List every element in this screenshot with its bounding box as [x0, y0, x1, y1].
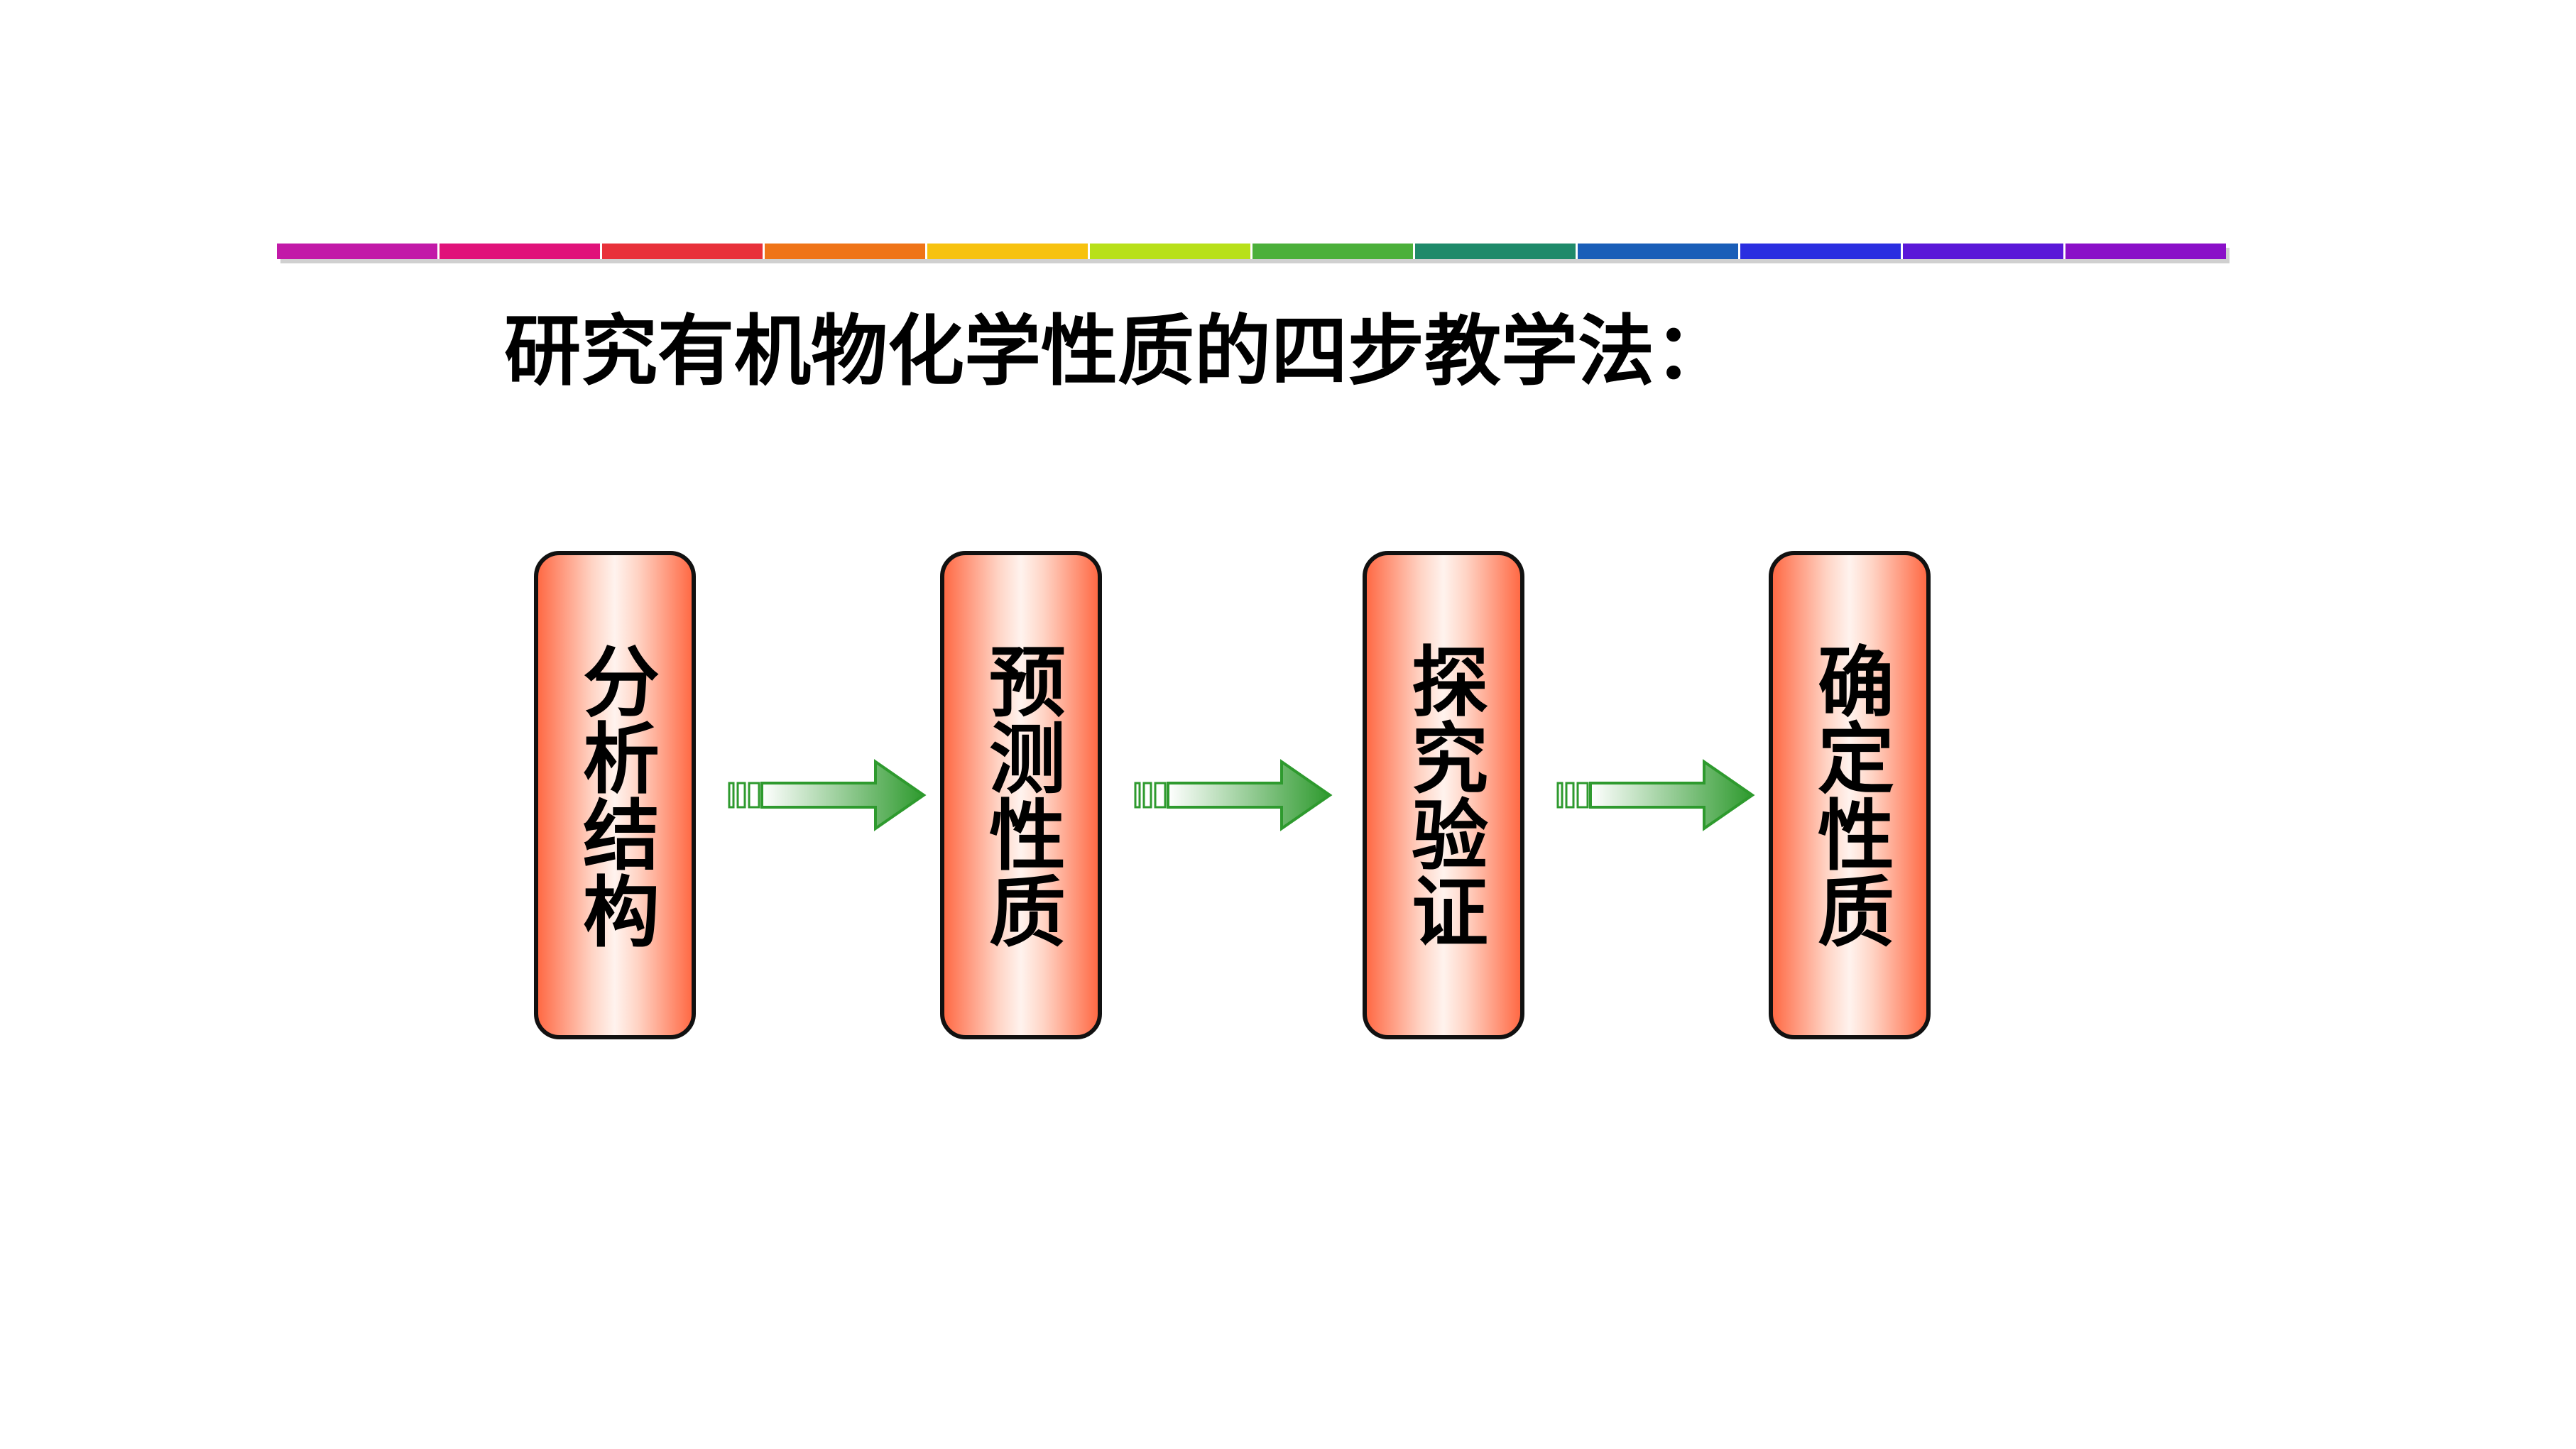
step-label: 分析结构: [570, 642, 660, 948]
rainbow-divider: [277, 244, 2226, 259]
right-arrow-icon: [728, 759, 927, 831]
step-box-explore-verify: 探究验证: [1363, 551, 1524, 1039]
right-arrow-icon: [1134, 759, 1333, 831]
rainbow-segment: [1903, 244, 2065, 259]
rainbow-segment: [440, 244, 602, 259]
rainbow-segment: [2065, 244, 2226, 259]
step-box-confirm-properties: 确定性质: [1769, 551, 1931, 1039]
step-label: 预测性质: [976, 642, 1066, 948]
rainbow-segment: [1740, 244, 1903, 259]
rainbow-segment: [927, 244, 1090, 259]
rainbow-segment: [602, 244, 765, 259]
rainbow-segment: [1090, 244, 1252, 259]
rainbow-segment: [1415, 244, 1578, 259]
page-title: 研究有机物化学性质的四步教学法：: [504, 307, 1732, 396]
step-label: 探究验证: [1399, 642, 1488, 948]
rainbow-segment: [277, 244, 440, 259]
step-box-predict-properties: 预测性质: [940, 551, 1102, 1039]
rainbow-segment: [1252, 244, 1415, 259]
right-arrow-icon: [1556, 759, 1755, 831]
rainbow-segment: [1578, 244, 1740, 259]
rainbow-segment: [765, 244, 927, 259]
step-box-analyze-structure: 分析结构: [534, 551, 696, 1039]
step-label: 确定性质: [1805, 642, 1894, 948]
